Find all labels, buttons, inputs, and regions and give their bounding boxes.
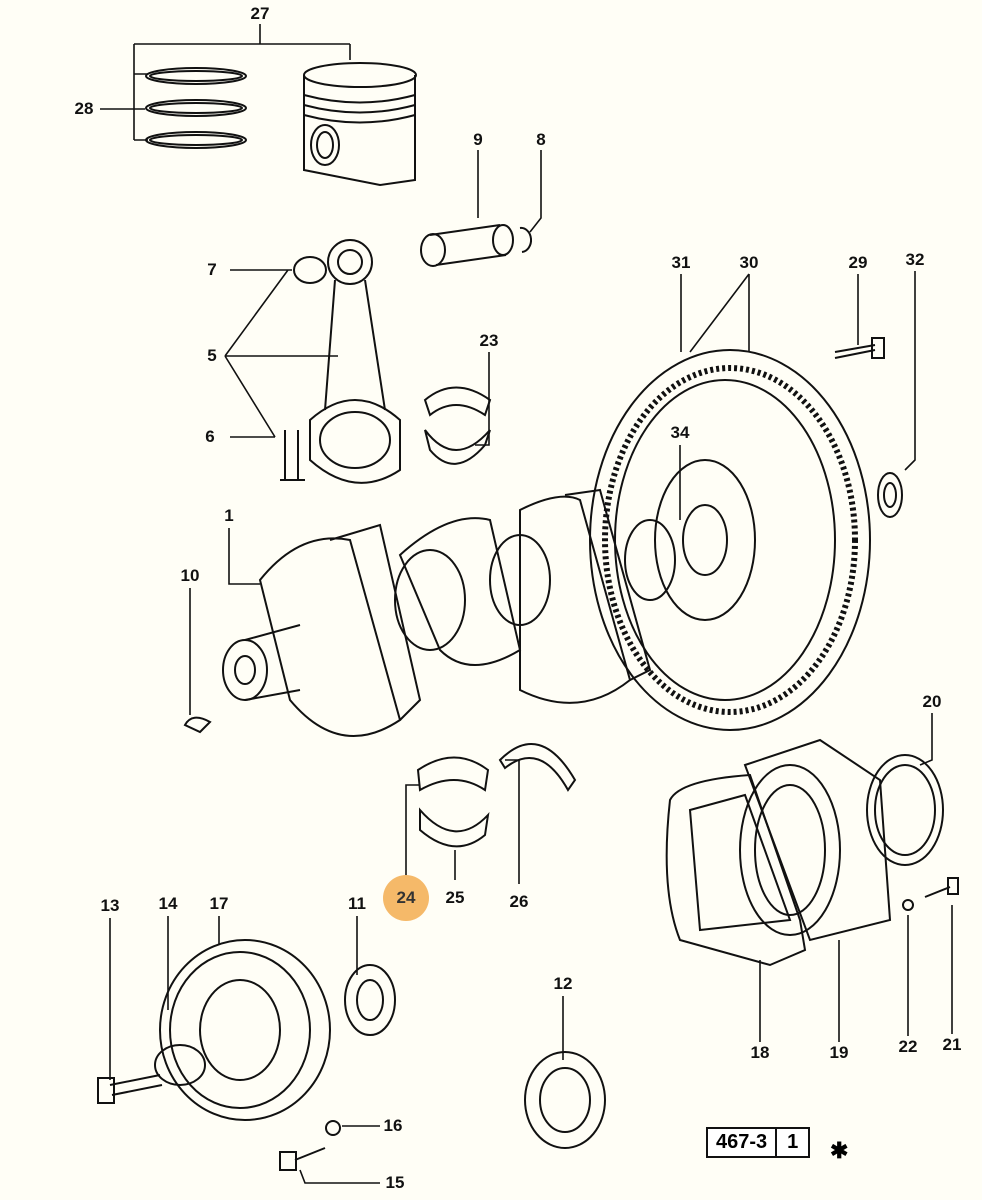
callout-8[interactable]: 8 [536, 130, 546, 149]
callout-23[interactable]: 23 [479, 331, 499, 350]
callout-6[interactable]: 6 [205, 427, 215, 446]
callout-21[interactable]: 21 [942, 1035, 962, 1054]
callout-27[interactable]: 27 [250, 4, 270, 23]
woodruff-key [183, 716, 212, 734]
callout-15[interactable]: 15 [385, 1173, 405, 1192]
callout-11[interactable]: 11 [348, 894, 366, 913]
callout-18[interactable]: 18 [750, 1043, 770, 1062]
callout-24[interactable]: 24 [383, 875, 429, 921]
asterisk-mark: ✱ [830, 1138, 849, 1163]
callout-12[interactable]: 12 [553, 974, 573, 993]
crankshaft [222, 488, 676, 737]
spacer-plate [524, 1051, 606, 1149]
reference-box: 467-3 1 [706, 1127, 811, 1158]
callout-1[interactable]: 1 [224, 506, 234, 525]
callout-28[interactable]: 28 [74, 99, 94, 118]
callout-19[interactable]: 19 [829, 1043, 849, 1062]
callout-13[interactable]: 13 [100, 896, 120, 915]
connecting-rod [280, 239, 401, 484]
thrust-washer [498, 743, 577, 792]
main-bearing-shells [416, 756, 490, 848]
crankshaft-pulley [97, 939, 396, 1171]
piston-pin [420, 224, 532, 267]
callout-25[interactable]: 25 [445, 888, 465, 907]
callout-22[interactable]: 22 [898, 1037, 918, 1056]
callout-5[interactable]: 5 [207, 346, 217, 365]
callout-31[interactable]: 31 [671, 253, 691, 272]
piston [303, 62, 417, 187]
reference-page: 1 [775, 1129, 808, 1156]
callout-29[interactable]: 29 [848, 253, 868, 272]
callout-14[interactable]: 14 [158, 894, 178, 913]
callout-20[interactable]: 20 [922, 692, 942, 711]
flywheel-ring-gear [589, 337, 903, 731]
callout-34[interactable]: 34 [670, 423, 690, 442]
piston-rings [145, 67, 247, 149]
callout-9[interactable]: 9 [473, 130, 483, 149]
rear-seal-housing [665, 738, 959, 967]
callout-16[interactable]: 16 [383, 1116, 403, 1135]
conrod-bearing-shells [423, 386, 492, 465]
callout-26[interactable]: 26 [509, 892, 529, 911]
callout-17[interactable]: 17 [209, 894, 229, 913]
reference-code: 467-3 [716, 1131, 768, 1153]
callout-10[interactable]: 10 [180, 566, 200, 585]
callout-32[interactable]: 32 [905, 250, 925, 269]
leader-lines [100, 24, 953, 1184]
callout-7[interactable]: 7 [207, 260, 217, 279]
callout-30[interactable]: 30 [739, 253, 759, 272]
